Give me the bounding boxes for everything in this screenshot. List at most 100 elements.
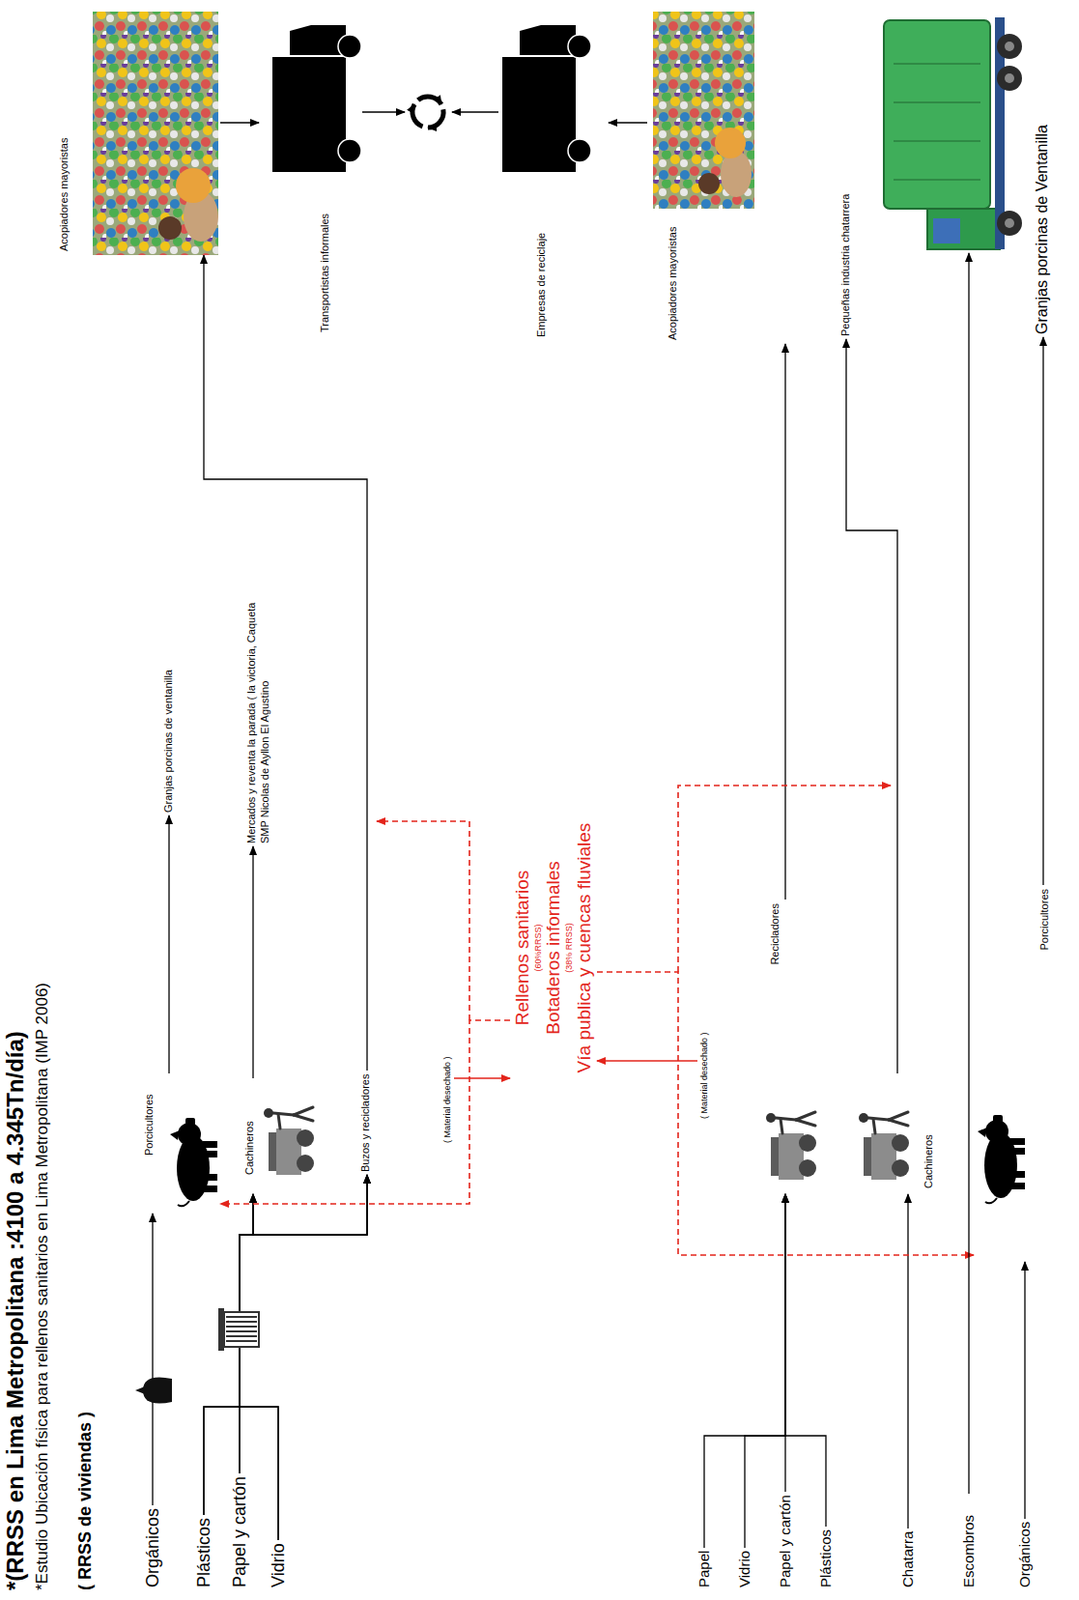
node-text: Plásticos bbox=[194, 1517, 215, 1588]
dashed-leader bbox=[376, 785, 891, 1021]
discard-note: ( Material desechado ) bbox=[697, 1028, 711, 1122]
flow-arrow bbox=[168, 815, 170, 1074]
node-text: Acopiadores mayoristas bbox=[57, 138, 71, 252]
diagram-title: *(RRSS en Lima Metropolitana :4100 a 4.3… bbox=[1, 1030, 29, 1591]
truck-node: Transportistas informales bbox=[258, 15, 366, 335]
node-text: Chatarra bbox=[899, 1531, 916, 1588]
node-text: Vidrio bbox=[736, 1550, 753, 1588]
garbage-bag bbox=[135, 1377, 172, 1404]
node-text: ( Material desechado ) bbox=[442, 1055, 453, 1143]
dashed-flow-arrow bbox=[220, 1020, 511, 1204]
section-heading: ( RRSS de viviendas ) bbox=[75, 1411, 96, 1591]
node-text: Orgánicos bbox=[142, 1507, 164, 1588]
flow-arrow bbox=[151, 1213, 153, 1505]
photo-node: Acopiadores mayoristas bbox=[647, 9, 797, 344]
node-text: Papel y cartón bbox=[229, 1476, 251, 1588]
node-text: Granjas porcinas de Ventanilla bbox=[1033, 124, 1051, 335]
actor-node: Porcicultores bbox=[973, 884, 1055, 1262]
flow-arrow bbox=[203, 1174, 368, 1515]
source-label: Chatarra bbox=[897, 1528, 918, 1591]
node-text: Vía publica y cuencas fluviales bbox=[573, 795, 596, 1100]
node-text: ( Material desechado ) bbox=[699, 1031, 710, 1119]
node-text: Papel bbox=[695, 1550, 712, 1588]
source-label: Orgánicos bbox=[141, 1504, 166, 1591]
garbage-truck bbox=[883, 17, 1023, 250]
node-text: Escombros bbox=[960, 1514, 977, 1588]
pig-icon bbox=[170, 1117, 218, 1206]
node-text: Recicladores bbox=[768, 903, 782, 966]
node-text: Mercados y reventa la parada ( la victor… bbox=[245, 596, 273, 844]
flow-arrow bbox=[220, 121, 259, 123]
disposal-node: Rellenos sanitarios(60%RRSS)Botaderos in… bbox=[510, 793, 597, 1103]
node-text: Porcicultores bbox=[1038, 888, 1051, 951]
node-text: Cachineros bbox=[922, 1134, 936, 1189]
flow-arrow bbox=[1023, 1261, 1025, 1519]
recycle-symbol bbox=[412, 96, 444, 128]
actor-node: Cachineros bbox=[854, 1073, 939, 1194]
flow-arrow bbox=[608, 121, 648, 123]
source-label: Orgánicos bbox=[1014, 1518, 1035, 1591]
node-text: Pequeñas industria chatarrera bbox=[839, 194, 852, 337]
flow-arrow bbox=[1042, 337, 1044, 885]
flow-arrow bbox=[239, 1174, 368, 1540]
flow-arrow bbox=[203, 1193, 254, 1515]
pig-icon bbox=[977, 1114, 1025, 1203]
cart-figure bbox=[858, 1111, 909, 1180]
node-text: Acopiadores mayoristas bbox=[666, 227, 680, 341]
source-label: Vidrio bbox=[734, 1547, 755, 1591]
flow-arrow bbox=[744, 1193, 786, 1548]
node-text: Papel y cartón bbox=[776, 1494, 794, 1588]
node-text: Plásticos bbox=[817, 1529, 834, 1588]
destination-label: Granjas porcinas de ventanilla bbox=[160, 666, 177, 816]
flow-arrow bbox=[784, 343, 786, 900]
cart-figure bbox=[263, 1107, 314, 1175]
node-text: Granjas porcinas de ventanilla bbox=[162, 669, 175, 813]
source-label: Papel y cartón bbox=[774, 1491, 796, 1591]
source-label: Papel y cartón bbox=[227, 1473, 253, 1591]
node-text: (38% RRSS) bbox=[564, 795, 574, 1100]
discard-arrow bbox=[454, 1077, 511, 1079]
source-label: Plásticos bbox=[192, 1514, 217, 1591]
actor-node: Recicladores bbox=[763, 899, 822, 1194]
source-note: *Estudio Ubicación física para rellenos … bbox=[32, 982, 53, 1591]
truck-icon bbox=[502, 25, 592, 172]
source-label: Plásticos bbox=[815, 1526, 836, 1591]
destination-label: Mercados y reventa la parada ( la victor… bbox=[243, 593, 275, 847]
photo-node: Acopiadores mayoristas bbox=[56, 9, 221, 256]
discard-arrow bbox=[596, 1059, 698, 1062]
dashed-flow-arrow bbox=[596, 971, 974, 1255]
destination-label: Pequeñas industria chatarrera bbox=[837, 191, 854, 340]
node-text: Botaderos informales bbox=[542, 795, 565, 1100]
node-text: (60%RRSS) bbox=[533, 795, 543, 1100]
flow-arrow bbox=[362, 112, 969, 1494]
flow-arrow bbox=[907, 1193, 909, 1529]
node-text: Cachineros bbox=[243, 1120, 256, 1175]
truck-node: Empresas de reciclaje bbox=[482, 15, 609, 340]
source-label: Vidrio bbox=[266, 1539, 291, 1591]
actor-node: Cachineros bbox=[241, 1078, 321, 1194]
cart-figure bbox=[766, 1111, 817, 1180]
node-text: Rellenos sanitarios bbox=[511, 795, 534, 1100]
node-text: Orgánicos bbox=[1016, 1521, 1033, 1588]
source-label: Escombros bbox=[958, 1511, 979, 1591]
flow-arrow bbox=[203, 255, 368, 1071]
truck-icon bbox=[272, 25, 362, 172]
trash-can bbox=[218, 1307, 259, 1351]
node-text: Porcicultores bbox=[142, 1093, 156, 1156]
flow-arrow bbox=[704, 1193, 786, 1548]
flow-arrow bbox=[846, 339, 898, 1074]
waste-photo bbox=[92, 11, 219, 256]
flow-arrow bbox=[252, 846, 254, 1079]
node-text: Buzos y recicladores bbox=[359, 1074, 372, 1173]
flow-arrow bbox=[785, 1193, 826, 1527]
waste-photo bbox=[653, 11, 755, 209]
destination-label: Granjas porcinas de Ventanilla bbox=[1031, 121, 1053, 338]
source-label: Papel bbox=[693, 1547, 714, 1591]
discard-note: ( Material desechado ) bbox=[440, 1052, 455, 1146]
node-text: Empresas de reciclaje bbox=[535, 232, 548, 338]
actor-node: Buzos y recicladores bbox=[357, 1071, 374, 1176]
actor-node: Porcicultores bbox=[141, 1073, 221, 1214]
node-text: Vidrio bbox=[268, 1542, 289, 1588]
node-text: Transportistas informales bbox=[318, 213, 332, 333]
